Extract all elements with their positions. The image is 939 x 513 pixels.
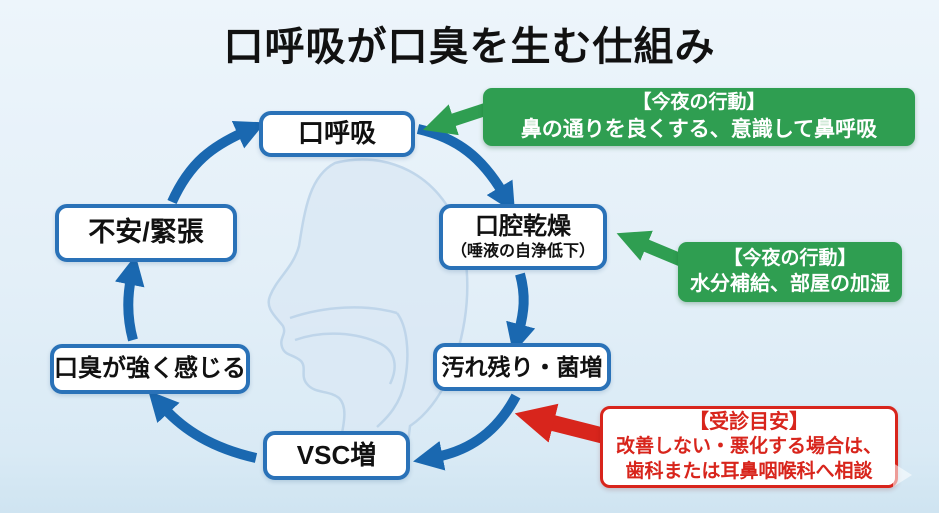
callout-consultation-guide-heading: 【受診目安】 (689, 411, 809, 434)
callout-consultation-guide: 【受診目安】 改善しない・悪化する場合は、 歯科または耳鼻咽喉科へ相談 (600, 406, 898, 488)
node-strong-odor: 口臭が強く感じる (50, 344, 250, 394)
callout-tonight-action-2-heading: 【今夜の行動】 (723, 247, 857, 269)
arrow-vsc-to-strong-odor-icon (148, 390, 258, 463)
callout-consultation-guide-line2: 歯科または耳鼻咽喉科へ相談 (625, 461, 873, 482)
node-strong-odor-label: 口臭が強く感じる (54, 355, 246, 383)
callout-tonight-action-1-heading: 【今夜の行動】 (632, 92, 766, 113)
node-dry-mouth-sublabel: （唾液の自浄低下） (450, 242, 595, 260)
node-mouth-breathing: 口呼吸 (259, 111, 415, 157)
play-chevron-icon (893, 463, 912, 487)
callout-tonight-action-2: 【今夜の行動】 水分補給、部屋の加湿 (678, 242, 902, 302)
node-dry-mouth: 口腔乾燥 （唾液の自浄低下） (439, 204, 607, 270)
callout-tonight-action-1-body: 鼻の通りを良くする、意識して鼻呼吸 (520, 117, 878, 141)
arrow-strong-odor-to-anxiety-icon (114, 255, 145, 342)
node-dry-mouth-label: 口腔乾燥 (475, 213, 571, 240)
arrow-anxiety-to-mouth-breathing-icon (167, 121, 266, 205)
node-residue-bacteria: 汚れ残り・菌増 (433, 343, 611, 391)
arrow-residue-to-vsc-icon (413, 393, 521, 471)
callout-tonight-action-1: 【今夜の行動】 鼻の通りを良くする、意識して鼻呼吸 (483, 88, 915, 146)
page-title: 口呼吸が口臭を生む仕組み (223, 25, 716, 69)
node-residue-bacteria-label: 汚れ残り・菌増 (441, 353, 603, 380)
callout-tonight-action-2-body: 水分補給、部屋の加湿 (690, 273, 890, 296)
node-mouth-breathing-label: 口呼吸 (297, 118, 376, 149)
arrow-dry-mouth-to-residue-icon (506, 272, 536, 354)
node-anxiety-tension-label: 不安/緊張 (88, 217, 204, 248)
callout-consultation-guide-line1: 改善しない・悪化する場合は、 (615, 436, 882, 458)
node-vsc-increase: VSC増 (263, 431, 410, 480)
node-anxiety-tension: 不安/緊張 (55, 204, 237, 262)
node-vsc-increase-label: VSC増 (296, 439, 377, 470)
